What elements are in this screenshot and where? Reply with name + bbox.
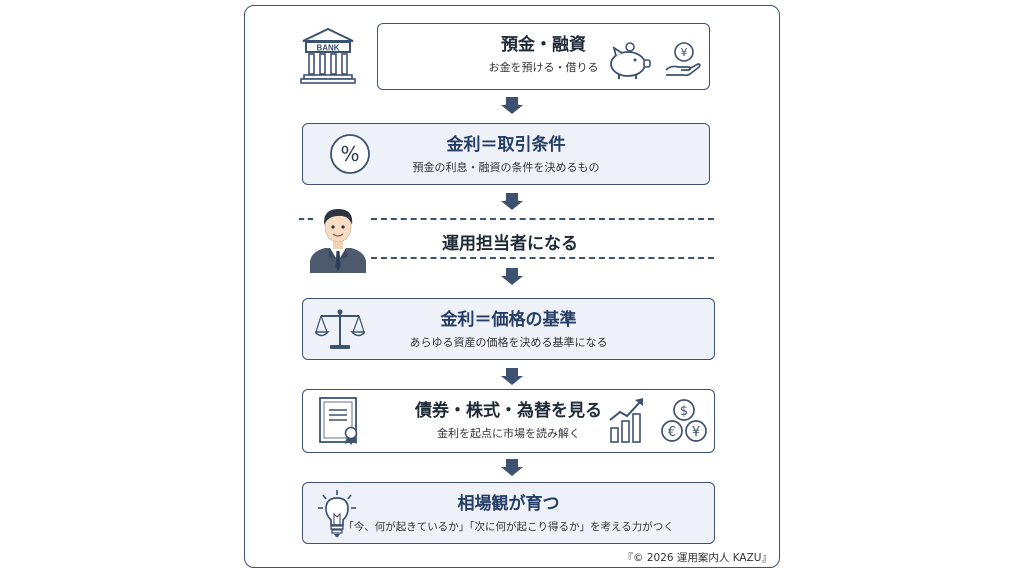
dashed-line-top bbox=[299, 218, 313, 220]
yen-symbol: ¥ bbox=[681, 46, 688, 59]
piggy-bank-icon bbox=[608, 42, 652, 84]
step-watch-bonds-stocks-fx: 債券・株式・為替を見る 金利を起点に市場を読み解く $ € bbox=[302, 389, 715, 453]
dashed-line-top bbox=[371, 218, 714, 220]
bond-certificate-icon bbox=[317, 396, 363, 450]
step-become-fund-manager: 運用担当者になる bbox=[442, 234, 578, 254]
dashed-line-bottom bbox=[371, 257, 714, 259]
yen-coin-symbol: ¥ bbox=[692, 425, 700, 440]
bank-icon: BANK bbox=[299, 27, 357, 89]
step-subtitle: 預金の利息・融資の条件を決めるもの bbox=[412, 161, 600, 174]
step-title: 金利＝取引条件 bbox=[446, 135, 566, 155]
step-market-sense-grows: 相場観が育つ 「今、何が起きているか」「次に何が起こり得るか」を考える力がつく bbox=[302, 482, 715, 544]
step-title: 預金・融資 bbox=[501, 35, 586, 55]
step-interest-price-benchmark: 金利＝価格の基準 あらゆる資産の価格を決める基準になる bbox=[302, 298, 715, 360]
step-subtitle: あらゆる資産の価格を決める基準になる bbox=[409, 336, 608, 349]
bank-label: BANK bbox=[316, 44, 339, 53]
stock-chart-icon bbox=[607, 396, 647, 448]
step-title: 金利＝価格の基準 bbox=[440, 310, 577, 330]
lightbulb-icon bbox=[317, 489, 357, 543]
percent-icon: % bbox=[329, 133, 371, 179]
businessman-icon bbox=[307, 201, 369, 277]
dollar-symbol: $ bbox=[680, 404, 688, 419]
step-interest-trade-terms: 金利＝取引条件 預金の利息・融資の条件を決めるもの % bbox=[302, 123, 710, 185]
scales-icon bbox=[313, 307, 367, 355]
step-title: 相場観が育つ bbox=[457, 494, 560, 514]
step-title: 債券・株式・為替を見る bbox=[415, 401, 602, 421]
step-subtitle: お金を預ける・借りる bbox=[488, 61, 599, 74]
yen-hand-icon: ¥ bbox=[663, 40, 703, 84]
euro-symbol: € bbox=[668, 425, 676, 440]
step-deposit-loan: 預金・融資 お金を預ける・借りる ¥ bbox=[377, 23, 710, 90]
copyright-text: 『© 2026 運用案内人 KAZU』 bbox=[622, 552, 773, 564]
step-subtitle: 金利を起点に市場を読み解く bbox=[437, 427, 580, 440]
step-subtitle: 「今、何が起きているか」「次に何が起こり得るか」を考える力がつく bbox=[343, 521, 674, 533]
currency-coins-icon: $ € ¥ bbox=[660, 398, 708, 448]
percent-symbol: % bbox=[340, 142, 359, 166]
